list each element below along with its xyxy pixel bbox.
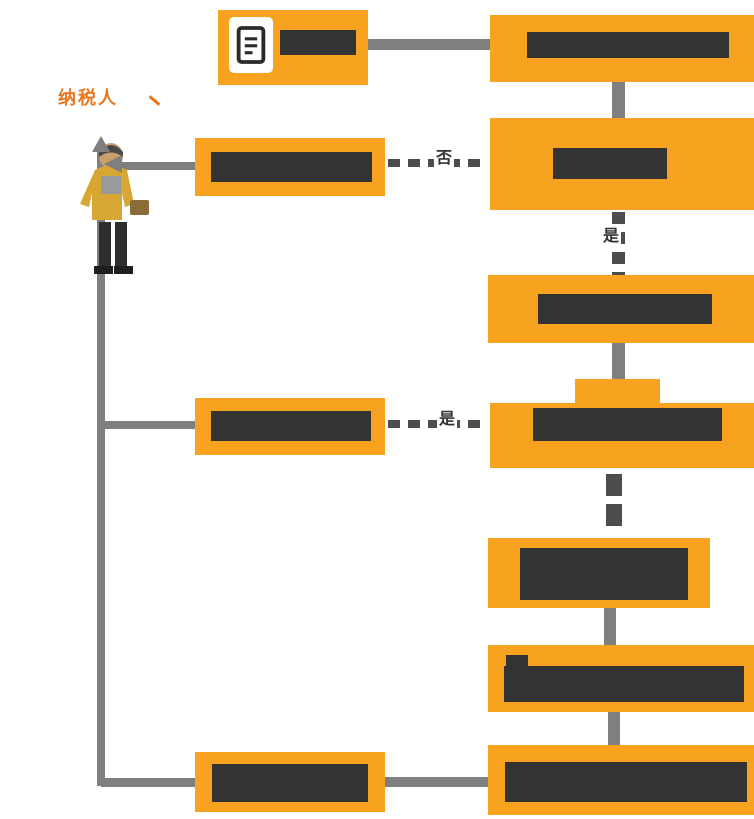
redacted-text-block — [553, 148, 667, 179]
arrow-left-icon — [104, 155, 122, 173]
edge-spine-to-leftnode3 — [101, 778, 195, 787]
redacted-text-block — [212, 764, 368, 802]
flow-node-right-6 — [488, 645, 754, 712]
flow-node-right-7 — [488, 745, 754, 815]
redacted-text-block — [533, 408, 722, 441]
edge-right5-to-right6 — [604, 608, 616, 645]
redacted-text-block — [505, 762, 747, 802]
person-icon — [80, 140, 154, 287]
redacted-text-block — [506, 655, 528, 668]
flow-node-right-4-tab — [575, 379, 660, 405]
redacted-text-block — [520, 548, 688, 600]
flow-node-report — [218, 10, 368, 85]
spine-vertical-line — [97, 150, 105, 786]
flow-node-left-1 — [195, 138, 385, 196]
edge-report-to-right1 — [368, 39, 490, 50]
redacted-text-block — [504, 666, 744, 702]
branch-label-yes-down: 是 — [601, 227, 622, 247]
edge-spine-to-leftnode2 — [101, 421, 195, 429]
redacted-text-block — [538, 294, 712, 324]
edge-leftnode1-to-actor — [122, 162, 195, 170]
actor-callout-tick — [148, 95, 161, 106]
document-icon — [229, 17, 273, 73]
branch-label-yes-right: 是 — [437, 410, 458, 430]
actor-label-taxpayer: 纳税人 — [58, 88, 118, 108]
edge-right1-to-right2 — [612, 82, 625, 118]
flow-node-right-5 — [488, 538, 710, 608]
flow-node-right-3 — [488, 275, 754, 343]
branch-label-no: 否 — [434, 149, 455, 169]
flow-node-right-4 — [490, 403, 754, 468]
edge-bold-dash-2 — [606, 504, 622, 526]
flow-node-left-2 — [195, 398, 385, 455]
redacted-text-block — [280, 30, 356, 55]
arrow-up-icon — [92, 136, 110, 152]
edge-right3-to-right4 — [612, 343, 625, 380]
edge-right6-to-right7 — [608, 712, 620, 745]
redacted-text-block — [211, 152, 372, 182]
flow-node-right-1 — [490, 15, 754, 82]
redacted-text-block — [527, 32, 729, 58]
flow-node-left-3 — [195, 752, 385, 812]
edge-bold-dash-1 — [606, 474, 622, 496]
redacted-text-block — [211, 411, 371, 441]
flow-node-right-2 — [490, 118, 754, 210]
edge-leftnode3-to-right7 — [385, 777, 488, 787]
